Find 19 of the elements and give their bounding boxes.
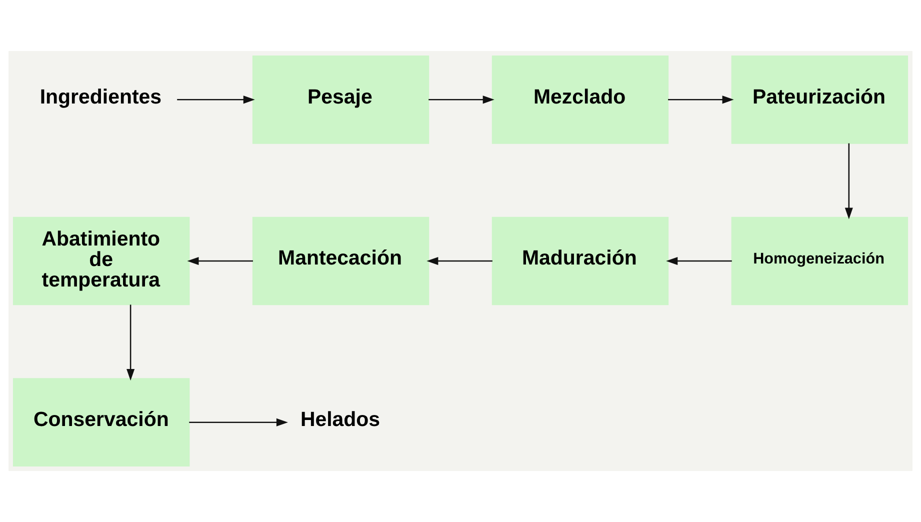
node-box: Pesaje (252, 55, 430, 144)
arrow (844, 143, 853, 220)
node-box: Abatimiento de temperatura (12, 216, 190, 306)
node-box: Homogeneización (731, 216, 908, 306)
node-text: Ingredientes (40, 85, 162, 108)
node-box: Mantecación (252, 216, 430, 306)
node-box: Conservación (12, 378, 190, 467)
arrow (428, 96, 494, 104)
arrow (177, 96, 255, 104)
node-text: Helados (300, 408, 380, 431)
node-box: Pateurización (731, 55, 908, 144)
arrow (668, 96, 734, 104)
arrow (187, 256, 253, 266)
node-box: Mezclado (492, 55, 669, 144)
node-box: Maduración (492, 216, 669, 306)
arrow (666, 256, 732, 266)
arrow (426, 256, 492, 266)
arrow (189, 418, 288, 426)
arrow (126, 304, 135, 381)
